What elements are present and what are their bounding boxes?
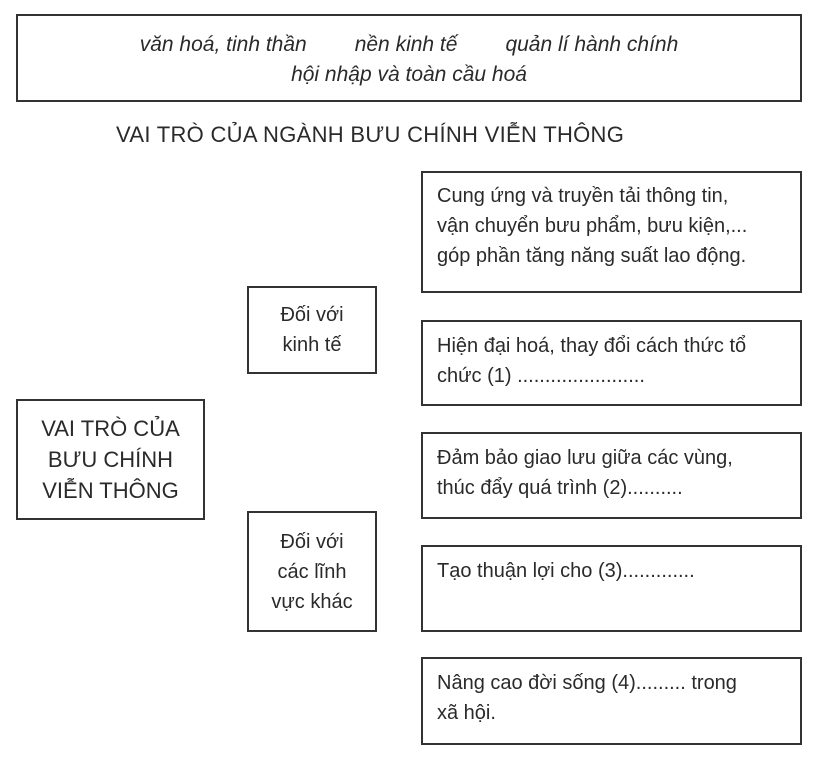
category-line: vực khác — [271, 590, 353, 613]
role-line: Đảm bảo giao lưu giữa các vùng, — [437, 447, 733, 469]
role-line: xã hội. — [437, 702, 496, 724]
word-bank-box: văn hoá, tinh thần nền kinh tế quản lí hàn… — [16, 14, 802, 102]
role-box-5: Nâng cao đời sống (4)......... trong xã … — [421, 657, 802, 745]
role-box-4: Tạo thuận lợi cho (3)............. — [421, 545, 802, 632]
category-line: Đối với — [280, 304, 344, 326]
role-line: vận chuyển bưu phẩm, bưu kiện,... — [437, 215, 748, 237]
role-line: chức (1) ....................... — [437, 365, 645, 387]
word-bank-item: văn hoá, tinh thần — [139, 33, 307, 56]
main-node-line: VAI TRÒ CỦA — [41, 416, 180, 441]
word-bank-item: hội nhập và toàn cầu hoá — [291, 63, 527, 86]
role-line: Tạo thuận lợi cho (3)............. — [437, 560, 695, 582]
page-title: VAI TRÒ CỦA NGÀNH BƯU CHÍNH VIỄN THÔNG — [116, 122, 625, 147]
role-box-2: Hiện đại hoá, thay đổi cách thức tổ chức… — [421, 320, 802, 406]
category-line: Đối với — [280, 530, 344, 553]
role-line: thúc đẩy quá trình (2).......... — [437, 477, 683, 499]
main-node: VAI TRÒ CỦA BƯU CHÍNH VIỄN THÔNG — [16, 399, 205, 520]
role-line: Nâng cao đời sống (4)......... trong — [437, 672, 737, 694]
role-box-1: Cung ứng và truyền tải thông tin, vận ch… — [421, 171, 802, 293]
category-economy-node: Đối với kinh tế — [247, 286, 377, 374]
role-box-3: Đảm bảo giao lưu giữa các vùng, thúc đẩy… — [421, 432, 802, 519]
role-line: Hiện đại hoá, thay đổi cách thức tổ — [437, 335, 747, 357]
word-bank-item: quản lí hành chính — [505, 33, 679, 56]
category-line: các lĩnh — [277, 560, 347, 583]
role-line: Cung ứng và truyền tải thông tin, — [437, 185, 729, 207]
word-bank-item: nền kinh tế — [354, 33, 458, 56]
category-line: kinh tế — [282, 334, 342, 356]
word-bank-row-2: hội nhập và toàn cầu hoá — [18, 60, 800, 90]
word-bank-row-1: văn hoá, tinh thần nền kinh tế quản lí hàn… — [18, 30, 800, 60]
main-node-line: BƯU CHÍNH — [47, 447, 174, 472]
main-node-line: VIỄN THÔNG — [42, 478, 179, 503]
category-other-fields-node: Đối với các lĩnh vực khác — [247, 511, 377, 632]
role-line: góp phần tăng năng suất lao động. — [437, 245, 747, 267]
